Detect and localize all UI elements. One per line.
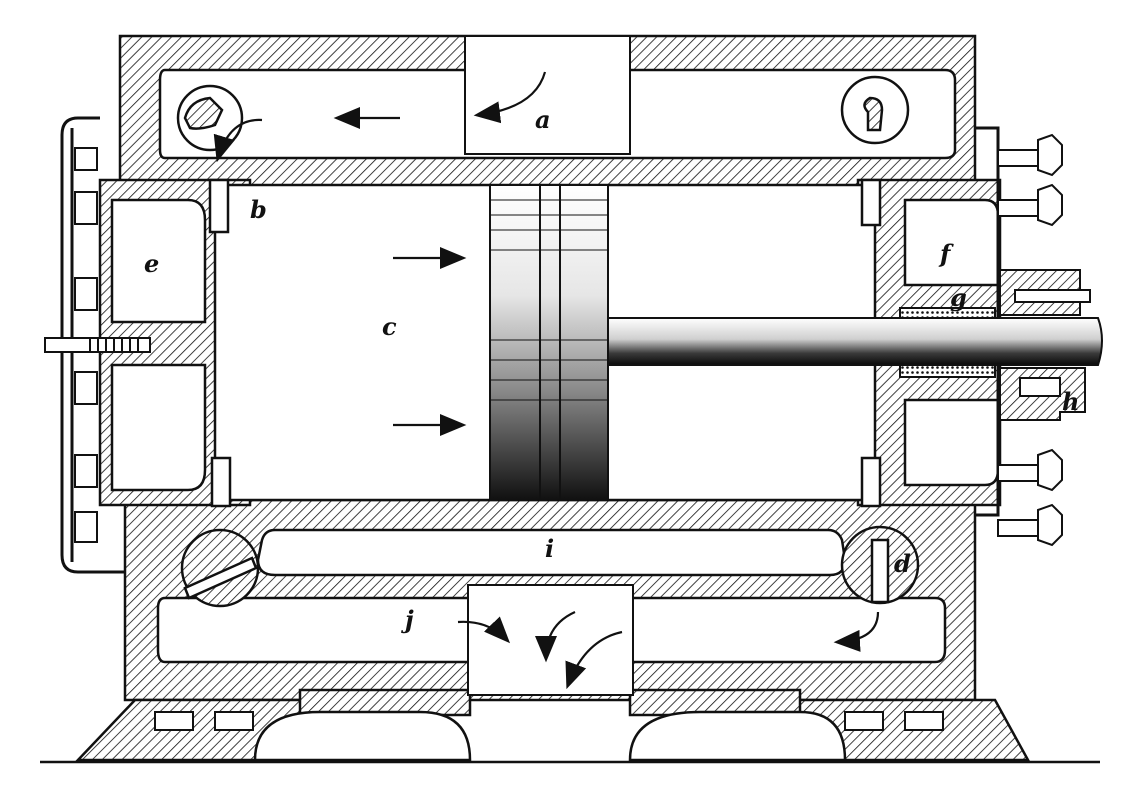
letter-labels: a b c d e f g h i j [144,105,1079,634]
label-h: h [1062,387,1079,416]
label-c: c [382,312,397,341]
stud-bolt-1 [997,133,1063,177]
bolt [74,191,98,225]
arrow-exhaust-d [833,611,880,652]
exhaust-outlet [467,584,634,696]
openings [464,35,634,696]
admission-valve-right [840,75,910,145]
base-nut [154,711,194,731]
label-b: b [250,195,267,224]
label-i: i [545,534,554,563]
arrow-steam-in [473,71,547,124]
arrow-port-b [213,118,263,163]
arrow-j-2 [535,610,576,663]
flow-arrows [213,71,880,690]
stud-bolt-3 [997,448,1063,492]
arrow-j-3 [565,630,623,690]
label-f: f [938,239,954,268]
bolt [74,371,98,405]
arrow-j-1 [457,616,511,644]
exhaust-valve-d [840,525,920,605]
center-bolt [44,337,151,353]
label-e: e [144,249,159,278]
stuffing-box [899,269,1091,421]
base-nut [904,711,944,731]
bolt [74,277,98,311]
stud-bolt-2 [997,183,1063,227]
piston-rod [607,317,1103,366]
head-cavity-f [903,198,1000,287]
exhaust-passage-i [256,528,847,577]
base-nut [844,711,884,731]
bolt [74,454,98,488]
label-a: a [535,105,551,134]
bolt [74,147,98,171]
stud-bolt-4 [997,503,1063,547]
bolts [74,133,1063,731]
admission-valve-left [176,84,244,152]
packing-g [899,307,996,319]
head-cavity-e [110,198,207,324]
steam-inlet [464,35,631,155]
piston [489,184,609,501]
label-j: j [401,605,414,634]
bolt [74,511,98,543]
exhaust-valve-left [180,528,260,608]
label-d: d [894,549,911,578]
base-nut [214,711,254,731]
label-g: g [950,283,967,312]
